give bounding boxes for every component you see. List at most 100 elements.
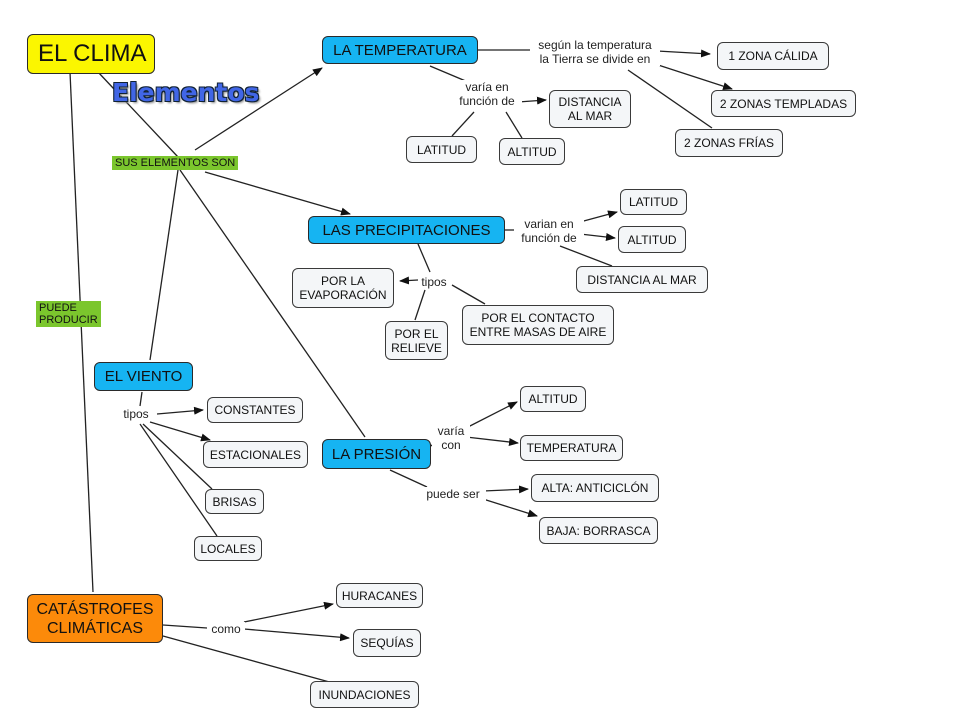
edge-division-zone1 (656, 49, 711, 58)
edge-pvaries-temperatura (465, 436, 519, 446)
edge-division-zone2 (651, 62, 733, 91)
edge-pfactors-altitud (579, 233, 616, 241)
presion-temperatura-label: TEMPERATURA (526, 441, 617, 455)
edge-viento-types (139, 391, 143, 407)
prec-distancia-label: DISTANCIA AL MAR (587, 272, 697, 287)
edge-elements-viento (149, 169, 179, 361)
node-prec-altitud[interactable]: ALTITUD (618, 226, 686, 253)
edge-elements-precipitaciones (204, 171, 351, 216)
brisas-label: BRISAS (212, 494, 257, 509)
edge-types-evaporacion (399, 276, 419, 285)
temperatura-label: LA TEMPERATURA (333, 41, 467, 59)
edge-canbe-baja (482, 498, 538, 518)
relieve-label: POR EL RELIEVE (391, 326, 442, 355)
evaporacion-label: POR LA EVAPORACIÓN (299, 274, 387, 302)
edge-root-produce (69, 71, 94, 593)
edge-vtypes-brisas (142, 423, 213, 490)
edge-factors-altitud (505, 111, 523, 139)
precipitaciones-label: LAS PRECIPITACIONES (322, 221, 491, 239)
node-alta-anticiclon[interactable]: ALTA: ANTICICLÓN (531, 474, 659, 502)
edge-types-relieve (414, 289, 426, 321)
locales-label: LOCALES (200, 541, 256, 556)
presion-label: LA PRESIÓN (331, 445, 422, 463)
edge-vtypes-estacionales (149, 421, 211, 442)
anticiclon-label: ALTA: ANTICICLÓN (541, 481, 649, 495)
sequias-label: SEQUÍAS (360, 636, 414, 650)
zona-calida-label: 1 ZONA CÁLIDA (728, 49, 818, 63)
borrasca-label: BAJA: BORRASCA (546, 523, 651, 538)
edge-factors-latitud (451, 111, 475, 137)
zonas-frias-label: 2 ZONAS FRÍAS (683, 136, 775, 150)
link-varia-con: varía con (432, 424, 470, 452)
edge-elements-presion (179, 169, 366, 438)
node-inundaciones[interactable]: INUNDACIONES (310, 681, 419, 708)
edge-vtypes-constantes (156, 406, 204, 415)
tag-sus-elementos: SUS ELEMENTOS SON (112, 156, 239, 170)
node-temp-altitud[interactable]: ALTITUD (499, 138, 565, 165)
link-segun-temperatura: según la temperatura la Tierra se divide… (530, 38, 660, 66)
root-title: EL CLIMA (38, 40, 147, 67)
zonas-templadas-label: 2 ZONAS TEMPLADAS (719, 96, 848, 111)
constantes-label: CONSTANTES (214, 403, 296, 417)
node-temp-distancia-al-mar[interactable]: DISTANCIA AL MAR (549, 90, 631, 128)
node-zonas-templadas[interactable]: 2 ZONAS TEMPLADAS (711, 90, 856, 117)
node-por-el-contacto[interactable]: POR EL CONTACTO ENTRE MASAS DE AIRE (462, 305, 614, 345)
temp-altitud-label: ALTITUD (507, 144, 557, 159)
node-sequias[interactable]: SEQUÍAS (353, 629, 421, 657)
temp-latitud-label: LATITUD (416, 142, 467, 157)
edge-pvaries-altitud (465, 401, 518, 429)
edge-cat-como (162, 624, 208, 629)
edge-pfactors-distancia (559, 245, 613, 267)
root-node-el-clima[interactable]: EL CLIMA (27, 34, 155, 74)
link-varian-en-funcion: varian en función de (514, 217, 584, 245)
node-estacionales[interactable]: ESTACIONALES (203, 441, 308, 468)
node-huracanes[interactable]: HURACANES (336, 583, 423, 608)
prec-latitud-label: LATITUD (628, 195, 679, 209)
edge-canbe-alta (482, 485, 529, 494)
link-viento-tipos: tipos (118, 407, 154, 421)
link-como: como (207, 622, 245, 636)
node-temp-latitud[interactable]: LATITUD (406, 136, 477, 163)
node-presion-altitud[interactable]: ALTITUD (520, 386, 586, 412)
edge-types-contacto (451, 284, 486, 305)
edge-presion-canbe (389, 469, 428, 488)
node-la-presion[interactable]: LA PRESIÓN (322, 439, 431, 469)
edge-division-zone3 (627, 69, 713, 129)
elementos-heading: Elementos (112, 78, 260, 107)
edge-pfactors-latitud (579, 210, 618, 223)
node-constantes[interactable]: CONSTANTES (207, 397, 303, 423)
edge-vtypes-locales (139, 423, 218, 537)
edge-como-huracanes (243, 601, 334, 623)
node-por-la-evaporacion[interactable]: POR LA EVAPORACIÓN (292, 268, 394, 308)
node-por-el-relieve[interactable]: POR EL RELIEVE (385, 321, 448, 360)
edge-como-sequias (243, 628, 350, 642)
prec-altitud-label: ALTITUD (627, 232, 677, 247)
node-zonas-frias[interactable]: 2 ZONAS FRÍAS (675, 129, 783, 157)
edge-root-elements (97, 71, 179, 158)
contacto-label: POR EL CONTACTO ENTRE MASAS DE AIRE (469, 311, 607, 339)
node-catastrofes-climaticas[interactable]: CATÁSTROFES CLIMÁTICAS (27, 594, 163, 643)
edge-prec-types (417, 243, 431, 273)
node-brisas[interactable]: BRISAS (205, 489, 264, 514)
node-prec-distancia-al-mar[interactable]: DISTANCIA AL MAR (576, 266, 708, 293)
viento-label: EL VIENTO (104, 368, 183, 385)
node-presion-temperatura[interactable]: TEMPERATURA (520, 435, 623, 461)
node-la-temperatura[interactable]: LA TEMPERATURA (322, 36, 478, 64)
edge-factors-distancia (517, 96, 547, 105)
link-puede-ser: puede ser (420, 487, 486, 501)
edge-elements-temperatura (194, 67, 323, 151)
node-baja-borrasca[interactable]: BAJA: BORRASCA (539, 517, 658, 544)
node-las-precipitaciones[interactable]: LAS PRECIPITACIONES (308, 216, 505, 244)
edge-temp-factors (429, 65, 469, 83)
inundaciones-label: INUNDACIONES (318, 687, 411, 702)
edge-cat-inundaciones (162, 635, 334, 684)
node-el-viento[interactable]: EL VIENTO (94, 362, 193, 391)
tag-puede-producir: PUEDE PRODUCIR (36, 301, 101, 327)
huracanes-label: HURACANES (341, 588, 418, 603)
node-prec-latitud[interactable]: LATITUD (620, 189, 687, 215)
node-locales[interactable]: LOCALES (194, 536, 262, 561)
node-zona-calida[interactable]: 1 ZONA CÁLIDA (717, 42, 829, 70)
estacionales-label: ESTACIONALES (209, 447, 302, 462)
catastrofes-label: CATÁSTROFES CLIMÁTICAS (36, 600, 154, 637)
